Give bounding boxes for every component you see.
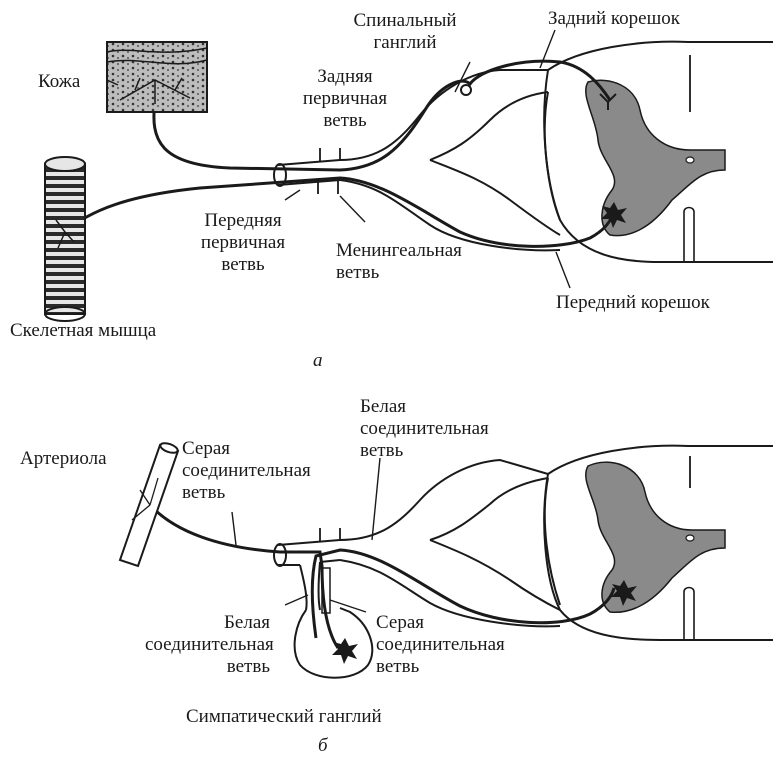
- label-gray-ramus-top: Серая соединительная ветвь: [182, 438, 311, 503]
- label-arteriole: Артериола: [20, 448, 107, 469]
- label-white-ramus-top: Белая соединительная ветвь: [360, 396, 489, 461]
- sympathetic-fiber-b: [148, 503, 340, 649]
- central-canal-b: [685, 534, 695, 542]
- sensory-fiber-a: [152, 59, 612, 172]
- label-white-ramus-bottom: Белая соединительная ветвь: [145, 612, 274, 677]
- arteriole-b: [118, 442, 180, 568]
- skin-block-a: [106, 41, 208, 113]
- label-meningeal-branch: Менингеальная ветвь: [336, 240, 462, 283]
- caption-a: а: [313, 350, 323, 371]
- preganglionic-fiber-b: [310, 548, 616, 639]
- diagram-b: [118, 442, 773, 679]
- label-gray-ramus-bottom: Серая соединительная ветвь: [376, 612, 505, 677]
- label-ventral-root: Передний корешок: [556, 292, 710, 313]
- motor-neuron-a: [601, 202, 627, 228]
- label-skeletal-muscle: Скелетная мышца: [10, 320, 157, 341]
- sympathetic-ganglion-b: [293, 607, 374, 679]
- central-canal-a: [685, 156, 695, 164]
- skeletal-muscle-a: [44, 156, 86, 322]
- gray-matter-a: [585, 79, 726, 237]
- diagram-a: [44, 29, 773, 322]
- label-spinal-ganglion: Спинальный ганглий: [353, 10, 457, 53]
- caption-b: б: [318, 735, 328, 756]
- spinal-ganglion-a: [460, 84, 472, 96]
- label-dorsal-root: Задний корешок: [548, 8, 680, 29]
- motor-fiber-a: [64, 176, 616, 248]
- motor-neuron-b: [611, 580, 637, 606]
- label-skin: Кожа: [38, 71, 81, 92]
- ganglion-neuron-b: [332, 638, 358, 664]
- label-sympathetic-ganglion: Симпатический ганглий: [186, 706, 382, 727]
- nerve-roots-sleeve-a: [339, 69, 548, 161]
- gray-matter-b: [585, 461, 726, 614]
- label-ventral-ramus: Передняя первичная ветвь: [200, 210, 286, 275]
- white-ramus-stem-b: [299, 564, 308, 611]
- spinal-cord-outline-a: [547, 40, 773, 71]
- spinal-nerve-trunk-a: [277, 159, 341, 166]
- label-dorsal-ramus: Задняя первичная ветвь: [302, 66, 388, 131]
- spinal-cord-outline-b: [547, 444, 773, 475]
- gray-ramus-stem-b: [317, 561, 321, 611]
